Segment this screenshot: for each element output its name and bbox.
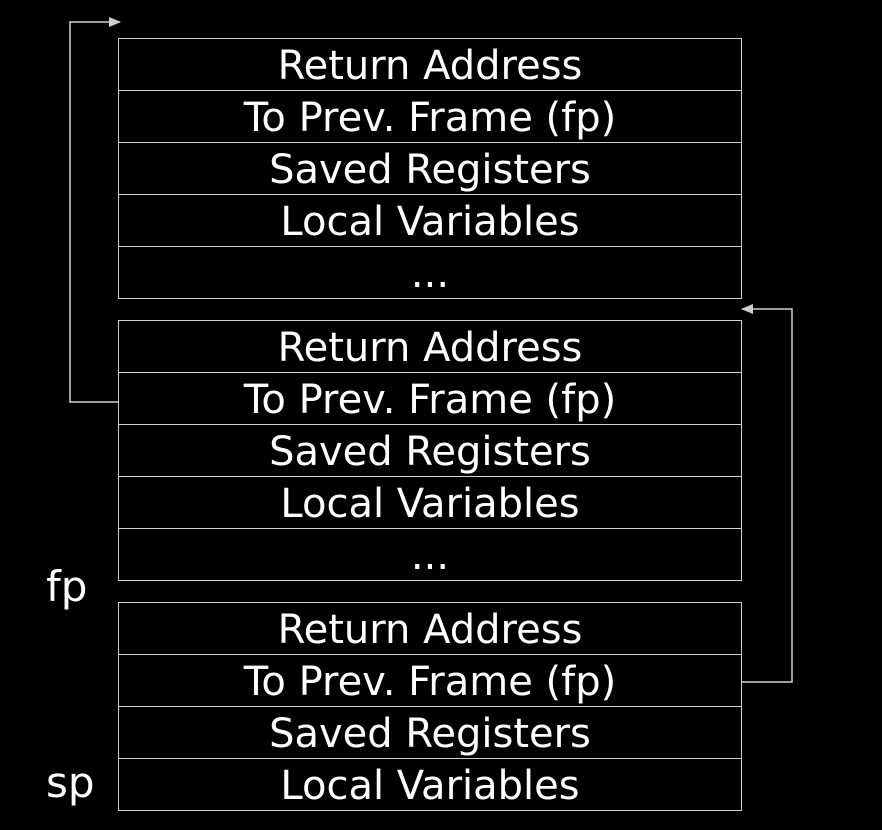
cell-label: ... [410, 250, 450, 297]
cell-label: Saved Registers [269, 710, 591, 757]
frame-2-local-variables: Local Variables [118, 476, 742, 529]
cell-label: Local Variables [280, 198, 580, 245]
sp-label: sp [46, 758, 95, 807]
cell-label: Local Variables [280, 762, 580, 809]
cell-label: Return Address [277, 324, 583, 371]
cell-label: Saved Registers [269, 428, 591, 475]
cell-label: To Prev. Frame (fp) [243, 658, 617, 705]
cell-label: ... [410, 532, 450, 579]
cell-label: Return Address [277, 42, 583, 89]
frame-3-prev-frame-pointer: To Prev. Frame (fp) [118, 654, 742, 707]
frame-1-ellipsis: ... [118, 246, 742, 299]
frame-3-saved-registers: Saved Registers [118, 706, 742, 759]
link-arrow-frame2-to-frame1 [69, 17, 121, 403]
frame-3-return-address: Return Address [118, 602, 742, 655]
fp-label: fp [46, 562, 88, 611]
link-arrow-frame3-to-frame2 [741, 304, 793, 683]
frame-3-local-variables: Local Variables [118, 758, 742, 811]
frame-2-return-address: Return Address [118, 320, 742, 373]
frame-1-saved-registers: Saved Registers [118, 142, 742, 195]
cell-label: To Prev. Frame (fp) [243, 376, 617, 423]
cell-label: Saved Registers [269, 146, 591, 193]
cell-label: Return Address [277, 606, 583, 653]
frame-2-ellipsis: ... [118, 528, 742, 581]
cell-label: To Prev. Frame (fp) [243, 94, 617, 141]
cell-label: Local Variables [280, 480, 580, 527]
